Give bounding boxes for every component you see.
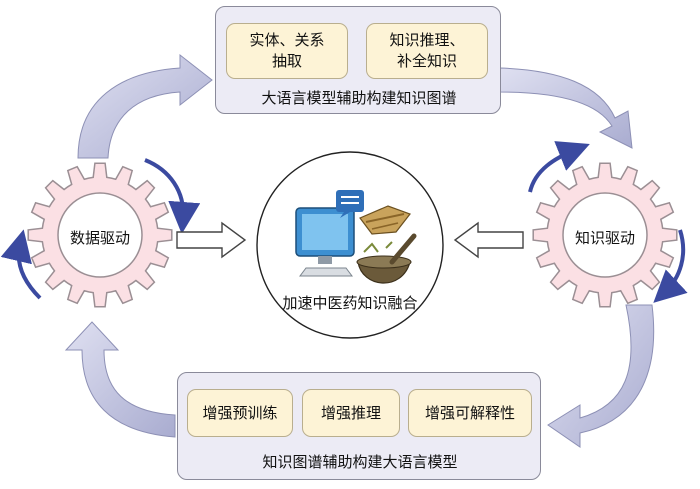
gear-data-driven bbox=[27, 162, 173, 308]
top-panel: 实体、关系 抽取 知识推理、 补全知识 大语言模型辅助构建知识图谱 bbox=[215, 6, 501, 114]
gear-left-label: 数据驱动 bbox=[69, 229, 130, 247]
rotation-arrow-right-top bbox=[528, 141, 590, 193]
flow-arrow-top-to-right bbox=[499, 67, 633, 149]
hollow-arrow-right-to-center bbox=[453, 221, 524, 259]
center-label: 加速中医药知识融合 bbox=[282, 294, 418, 312]
chip-text: 增强预训练 bbox=[202, 403, 278, 422]
rotation-arrow-left-bottom bbox=[0, 229, 42, 300]
flow-arrow-right-to-bottom bbox=[547, 304, 655, 448]
computer-icon bbox=[295, 190, 364, 277]
mortar-and-pestle-icon bbox=[356, 233, 417, 284]
chip-entity-relation-extraction: 实体、关系 抽取 bbox=[226, 23, 348, 79]
gear-hub bbox=[57, 192, 143, 278]
bottom-panel: 增强预训练 增强推理 增强可解释性 知识图谱辅助构建大语言模型 bbox=[177, 372, 541, 480]
hollow-arrow-left-to-center bbox=[176, 221, 247, 259]
top-panel-caption: 大语言模型辅助构建知识图谱 bbox=[261, 89, 457, 107]
herb-bundle-icon bbox=[359, 205, 411, 235]
chip-knowledge-reasoning-completion: 知识推理、 补全知识 bbox=[366, 23, 488, 79]
chip-text: 增强可解释性 bbox=[424, 403, 515, 422]
chip-enhanced-pretraining: 增强预训练 bbox=[187, 389, 293, 437]
gear-right-label: 知识驱动 bbox=[574, 229, 635, 247]
chip-line: 实体、关系 bbox=[249, 31, 325, 49]
chip-line: 知识推理、 bbox=[389, 31, 465, 49]
flow-arrow-left-to-top bbox=[77, 53, 213, 159]
chip-text: 增强推理 bbox=[320, 403, 381, 422]
chip-enhanced-reasoning: 增强推理 bbox=[302, 389, 400, 437]
bottom-panel-caption: 知识图谱辅助构建大语言模型 bbox=[262, 453, 458, 471]
gear-hub bbox=[562, 192, 648, 278]
chip-line: 抽取 bbox=[271, 52, 302, 70]
gear-knowledge-driven bbox=[532, 162, 678, 308]
rotation-arrow-left-top bbox=[144, 158, 201, 234]
chip-enhanced-interpretability: 增强可解释性 bbox=[408, 389, 532, 437]
flow-arrow-bottom-to-left bbox=[64, 321, 176, 438]
chip-line: 补全知识 bbox=[396, 52, 457, 70]
rotation-arrow-right-bottom bbox=[653, 229, 688, 303]
